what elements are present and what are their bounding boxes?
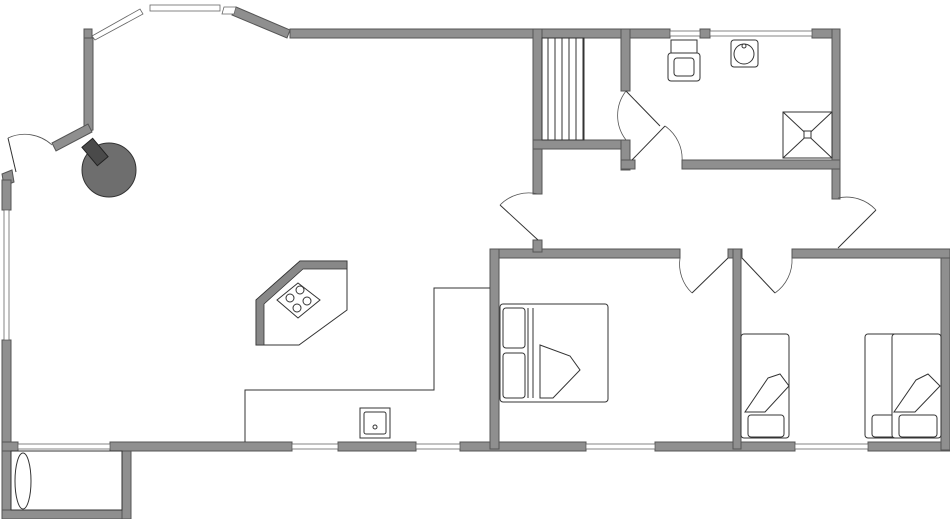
double-bed xyxy=(499,303,609,403)
wall-bottom-1 xyxy=(109,441,293,452)
wall-diag-3 xyxy=(51,123,93,152)
door-hall-left-arc xyxy=(499,192,539,206)
stairs-outline xyxy=(541,37,585,141)
window-3 xyxy=(221,6,237,15)
door-bath-leaf xyxy=(631,125,666,161)
wall-bath-left xyxy=(620,28,631,92)
door-hall-left-leaf xyxy=(499,204,539,241)
kitchen xyxy=(244,260,490,442)
wall-right-bath xyxy=(831,28,841,200)
window-1 xyxy=(91,8,144,41)
door-bath-arc xyxy=(664,125,683,163)
wall-right xyxy=(940,249,950,451)
toilet-seat xyxy=(673,57,695,77)
wall-left-top xyxy=(1,179,12,211)
single-bed-3 xyxy=(891,333,942,439)
walls xyxy=(1,6,950,519)
window-top-center xyxy=(669,30,701,37)
doormat xyxy=(14,452,32,510)
wall-bottom-2 xyxy=(337,441,417,452)
window-bottom-1 xyxy=(291,443,339,450)
single-bed-1 xyxy=(740,333,790,439)
counter-outline xyxy=(244,287,490,442)
wall-bedroom1-left xyxy=(489,248,500,450)
windows xyxy=(3,4,869,450)
door-stair-leaf xyxy=(625,90,661,127)
wall-left-upper xyxy=(83,37,94,134)
stairs xyxy=(541,37,585,141)
door-bedroom1-leaf xyxy=(691,257,729,294)
wall-bedrooms-top-right xyxy=(791,248,950,259)
stove xyxy=(276,282,321,319)
toilet-tank xyxy=(670,39,698,54)
window-2 xyxy=(149,4,221,12)
door-entry-leaf xyxy=(7,137,17,173)
window-bath-top xyxy=(709,30,813,37)
wall-top xyxy=(289,28,671,39)
wall-diag-1 xyxy=(231,6,291,39)
wall-bedrooms-top-left xyxy=(489,248,681,259)
window-bottom-2 xyxy=(415,443,461,450)
door-bedroom1-arc xyxy=(679,257,693,294)
door-hall-right-arc xyxy=(837,196,877,211)
door-bedroom2-arc xyxy=(774,257,793,294)
doors xyxy=(7,90,877,294)
wood-stove xyxy=(81,137,137,198)
wall-bath-bottom-left xyxy=(620,159,636,170)
wall-stair-left xyxy=(532,28,543,195)
wall-top-right xyxy=(699,28,711,39)
wall-porch-right xyxy=(121,442,132,519)
window-porch xyxy=(17,443,111,450)
wall-stair-left-low xyxy=(532,239,543,253)
window-left-tall xyxy=(3,209,10,341)
window-bottom-3 xyxy=(585,443,656,450)
bathroom-fixtures xyxy=(667,39,833,159)
window-bottom-4 xyxy=(794,443,869,450)
wall-bath-bottom xyxy=(681,159,841,170)
door-stair-arc xyxy=(617,90,627,141)
wall-bottom-3 xyxy=(459,441,587,452)
wall-bottom-porch xyxy=(1,509,132,519)
wall-porch-top xyxy=(1,441,19,452)
wall-stair-bottom xyxy=(532,139,629,150)
wall-bottom-5 xyxy=(867,441,950,452)
wall-bedroom-divider xyxy=(732,248,742,450)
wall-bottom-4 xyxy=(654,441,796,452)
entry-porch xyxy=(10,450,123,511)
door-entry-arc xyxy=(7,133,53,146)
door-bedroom2-leaf xyxy=(741,257,776,294)
wall-left xyxy=(1,339,12,519)
door-hall-right-leaf xyxy=(837,209,877,249)
